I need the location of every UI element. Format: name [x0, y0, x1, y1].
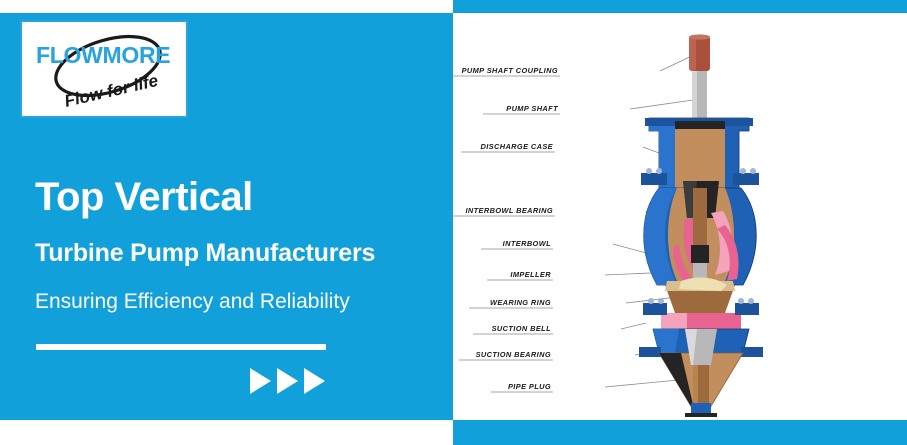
lower-shaft-highlight [693, 365, 698, 405]
blue-bottom-right-bar [453, 420, 907, 445]
suction-bearing-highlight [685, 329, 697, 365]
diagram-labels: PUMP SHAFT COUPLING PUMP SHAFT DISCHARGE… [453, 66, 560, 393]
divider-bar [36, 344, 326, 350]
suction-bell-lug-left [639, 347, 661, 357]
shaft-sleeve-bronze [693, 188, 707, 248]
label-text: INTERBOWL [503, 239, 551, 248]
label-text: SUCTION BELL [492, 324, 551, 333]
interbowl-highlight [643, 188, 677, 285]
suction-bell-cone-shadow [659, 353, 695, 413]
shaft-bearing-collar [691, 245, 709, 263]
pump-cutaway-illustration: PUMP SHAFT COUPLING PUMP SHAFT DISCHARGE… [453, 34, 763, 417]
play-triangle-right-icon [304, 368, 325, 394]
discharge-case-highlight [649, 118, 683, 188]
logo-artwork: FLOWMORE Flow for life [36, 34, 171, 111]
bolt-icon [740, 168, 746, 174]
label-text: WEARING RING [490, 298, 551, 307]
flange-right [733, 173, 759, 185]
lower-flange-right [735, 303, 759, 315]
label-text: DISCHARGE CASE [480, 142, 553, 151]
bolt-icon [750, 168, 756, 174]
page-subtitle: Turbine Pump Manufacturers [35, 239, 376, 267]
diagram-label: PUMP SHAFT [483, 104, 560, 115]
impeller-vane [711, 211, 733, 275]
discharge-case-bronze-liner [675, 123, 725, 188]
label-text: PIPE PLUG [508, 382, 551, 391]
lower-flange-left [643, 303, 667, 315]
flange-left [641, 173, 667, 185]
diagram-label: SUCTION BEARING [459, 350, 553, 361]
impeller-vane [673, 245, 697, 285]
pipe-plug-base [685, 413, 717, 417]
page-title: Top Vertical [35, 175, 253, 219]
pump-shaft-highlight [692, 71, 697, 118]
label-text: IMPELLER [510, 270, 551, 279]
label-text: PUMP SHAFT [506, 104, 559, 113]
play-triangle-right-icon [277, 368, 298, 394]
logo-tagline: Flow for life [63, 71, 160, 111]
logo-ellipse-icon [54, 34, 162, 98]
label-text: INTERBOWL BEARING [465, 206, 553, 215]
diagram-label: PUMP SHAFT COUPLING [453, 66, 560, 77]
discharge-case-seal [675, 121, 725, 129]
bolt-icon [748, 298, 754, 304]
play-triangle-right-icon [250, 368, 271, 394]
impeller-blade-highlight [679, 277, 727, 291]
wearing-ring-highlight [661, 313, 687, 329]
diagram-label: WEARING RING [469, 298, 553, 309]
bolt-icon [646, 168, 652, 174]
diagram-label: INTERBOWL BEARING [453, 206, 555, 217]
bolt-icon [738, 298, 744, 304]
blue-top-right-bar [453, 0, 907, 13]
label-text: SUCTION BEARING [476, 350, 551, 359]
impeller-vane [717, 225, 739, 281]
bolt-icon [656, 168, 662, 174]
diagram-label: INTERBOWL [481, 239, 553, 250]
bolt-icon [648, 298, 654, 304]
diagram-label: PIPE PLUG [491, 382, 553, 393]
pump-diagram: PUMP SHAFT COUPLING PUMP SHAFT DISCHARGE… [453, 13, 907, 420]
impeller-hub-part [665, 285, 735, 313]
arrow-decoration-row [250, 368, 325, 394]
diagram-label: DISCHARGE CASE [461, 142, 555, 153]
bolt-icon [658, 298, 664, 304]
diagram-label: IMPELLER [487, 270, 553, 281]
headline-block: Top Vertical Turbine Pump Manufacturers … [35, 176, 435, 313]
pipe-plug-part [691, 403, 711, 414]
coupling-highlight [689, 36, 696, 71]
label-text: PUMP SHAFT COUPLING [462, 66, 558, 75]
diagram-label: SUCTION BELL [473, 324, 553, 335]
company-logo[interactable]: FLOWMORE Flow for life [20, 20, 188, 118]
coupling-top-face [689, 34, 710, 40]
page-tagline: Ensuring Efficiency and Reliability [35, 289, 350, 313]
logo-wordmark: FLOWMORE [36, 42, 170, 68]
pump-body [639, 34, 763, 417]
suction-bell-lug-right [741, 347, 763, 357]
